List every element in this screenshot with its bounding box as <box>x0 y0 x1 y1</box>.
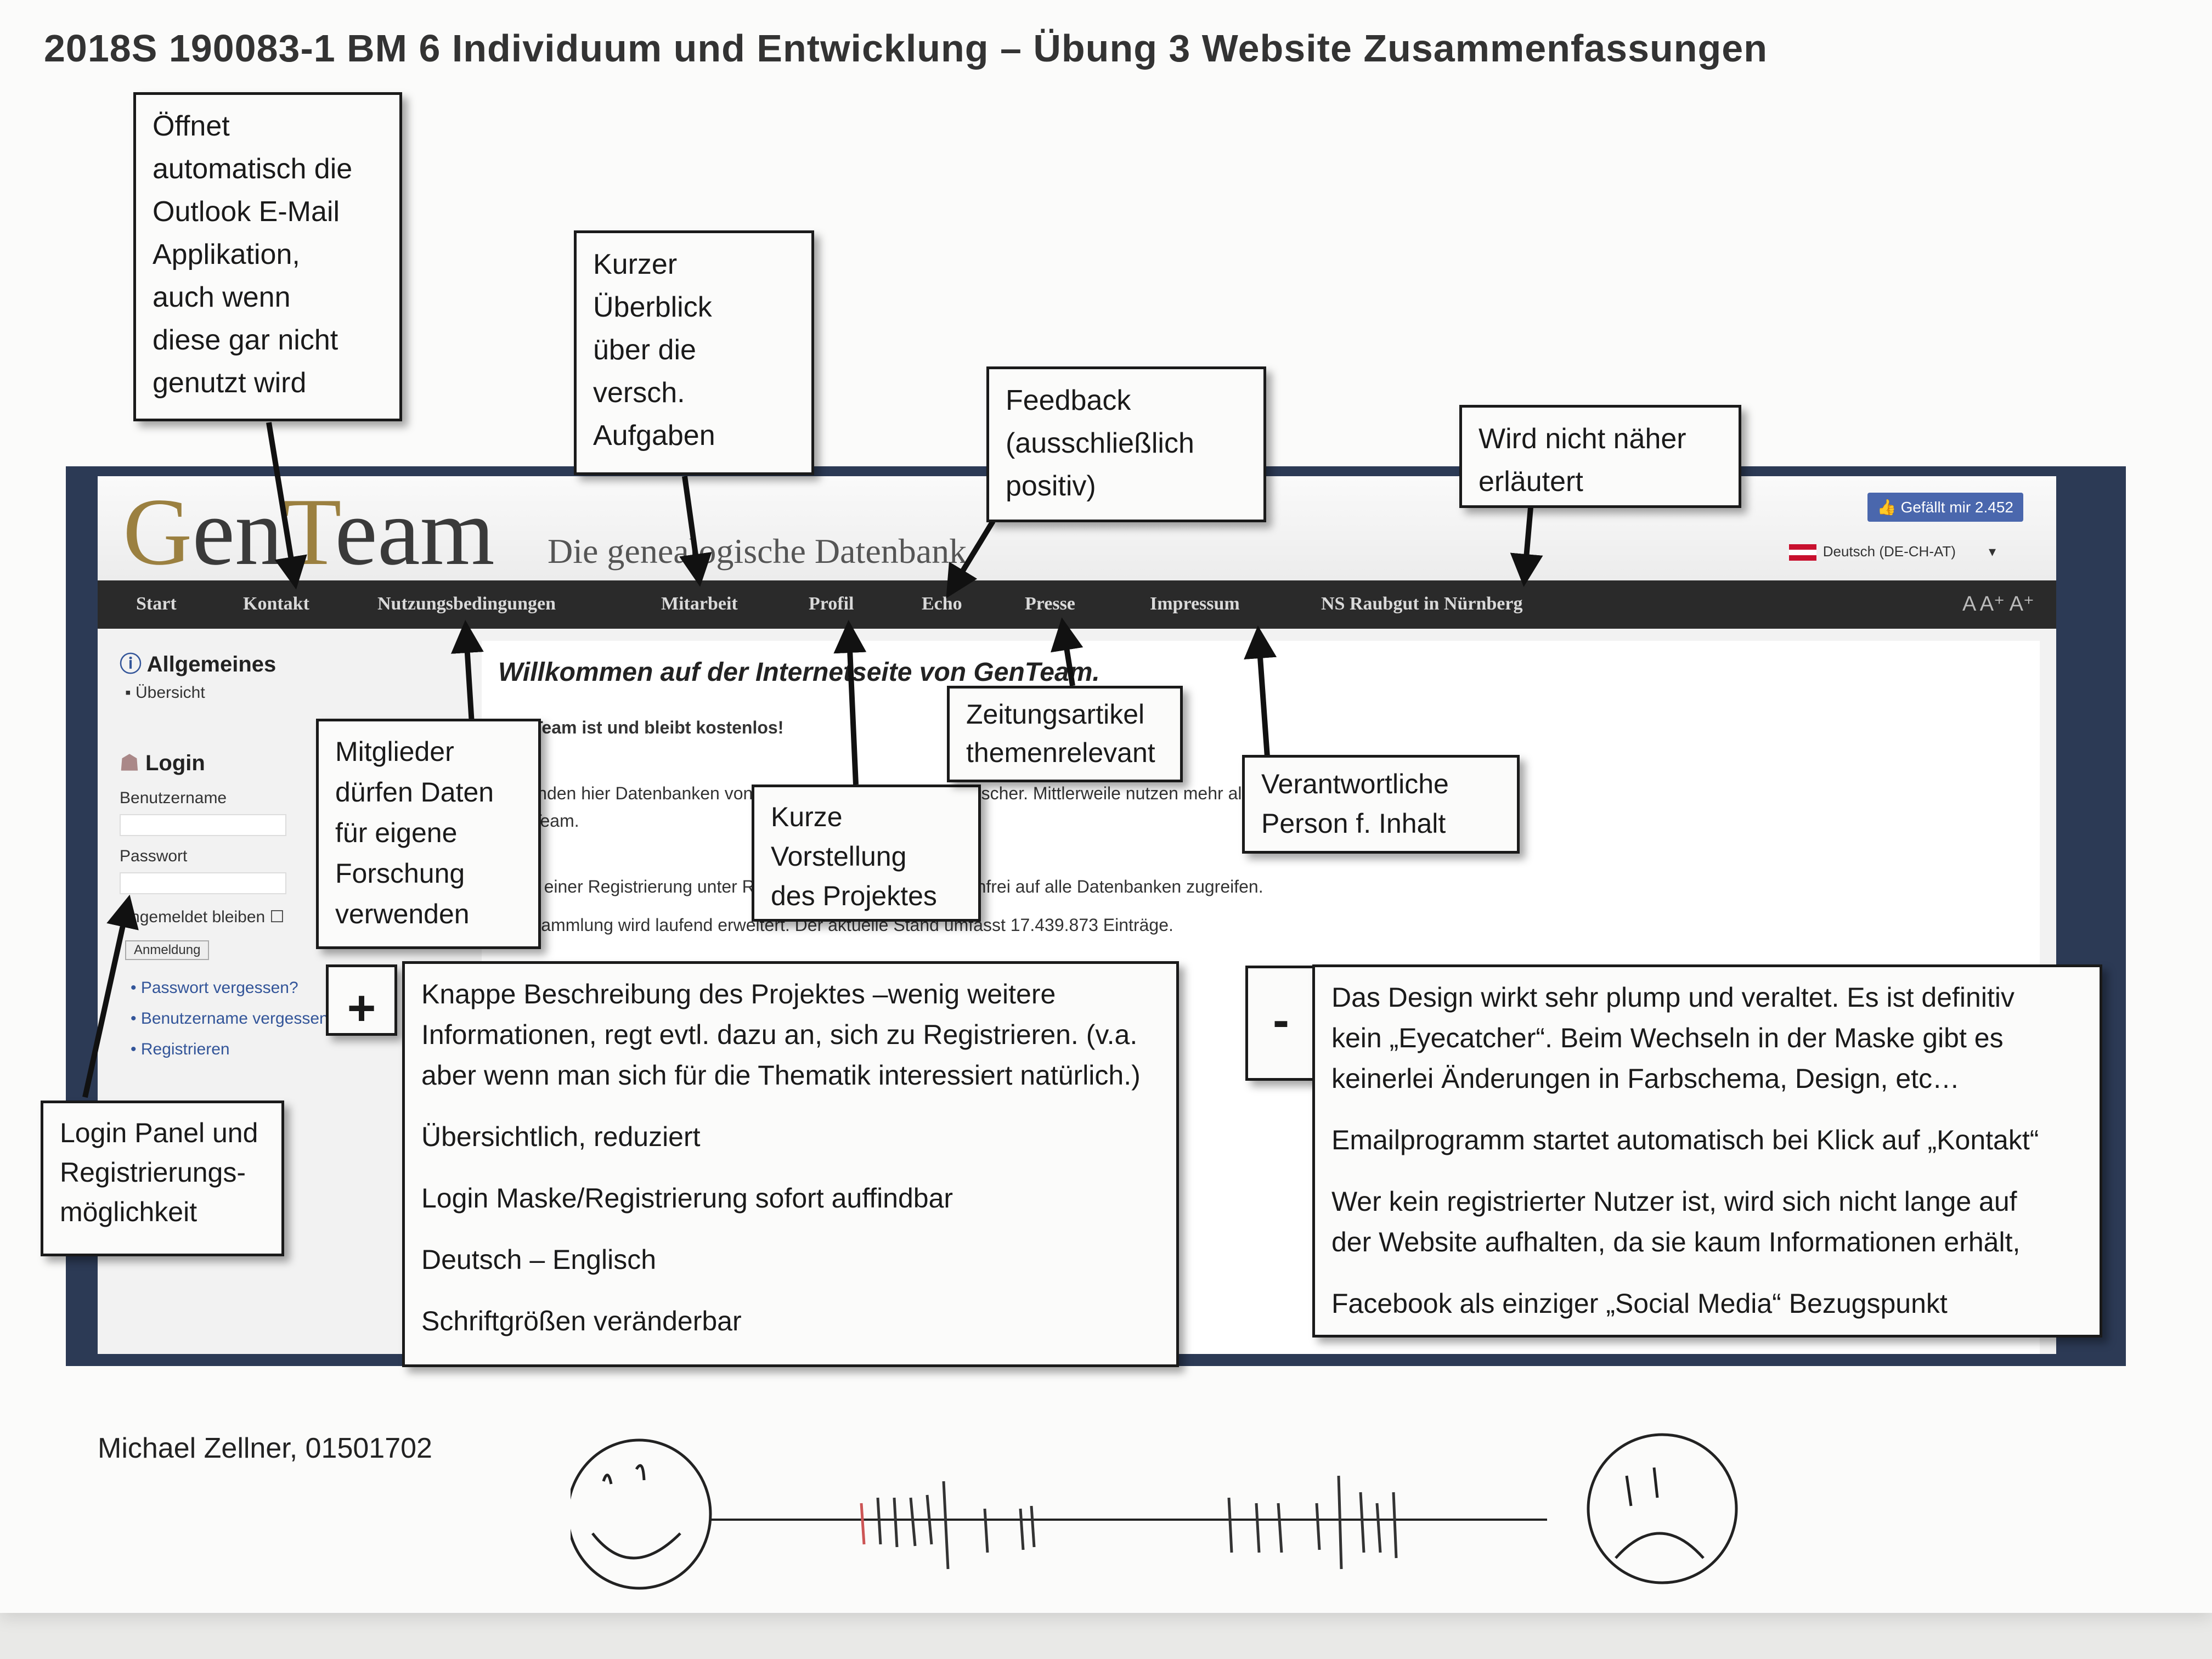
username-input[interactable] <box>120 814 286 836</box>
sidebar-item-overview[interactable]: ▪ Übersicht <box>125 684 205 702</box>
annotation-profil: Kurze Vorstellung des Projektes <box>752 785 981 922</box>
annotation-echo: Feedback (ausschließlich positiv) <box>986 366 1266 522</box>
register-link[interactable]: • Registrieren <box>131 1040 230 1058</box>
welcome-heading: Willkommen auf der Internetseite von Gen… <box>498 658 1100 687</box>
login-button[interactable]: Anmeldung <box>125 940 210 960</box>
sad-face-icon <box>1587 1433 1738 1584</box>
info-icon: ⓘ <box>120 652 147 676</box>
pro-item: Login Maske/Registrierung sofort auffind… <box>421 1183 953 1214</box>
pro-item: Knappe Beschreibung des Projektes –wenig… <box>421 979 1141 1091</box>
user-icon: ☗ <box>120 751 145 775</box>
nav-mitarbeit[interactable]: Mitarbeit <box>661 594 738 614</box>
sidebar: ⓘ Allgemeines ▪ Übersicht ☗ Login Benutz… <box>120 641 471 1354</box>
username-label: Benutzername <box>120 789 227 807</box>
annotation-kontakt: Öffnet automatisch die Outlook E-Mail Ap… <box>133 92 402 421</box>
forgot-password-link[interactable]: • Passwort vergessen? <box>131 979 298 997</box>
author-name: Michael Zellner, 01501702 <box>98 1432 432 1464</box>
annotation-login: Login Panel und Registrierungs- möglichk… <box>41 1101 284 1256</box>
cons-sign: - <box>1245 966 1317 1081</box>
main-navigation: Start Kontakt Nutzungsbedingungen Mitarb… <box>98 580 2056 629</box>
annotation-ns-raubgut: Wird nicht näher erläutert <box>1459 405 1741 508</box>
con-item: Das Design wirkt sehr plump und veraltet… <box>1331 982 2015 1094</box>
chevron-down-icon: ▾ <box>1988 543 1996 560</box>
language-select[interactable]: Deutsch (DE-CH-AT)▾ <box>1788 543 1996 561</box>
con-item: Facebook als einziger „Social Media“ Bez… <box>1331 1288 1948 1319</box>
nav-ns-raubgut[interactable]: NS Raubgut in Nürnberg <box>1321 594 1523 614</box>
tally-marks <box>860 1475 1398 1570</box>
annotation-nutzungsbedingungen: Mitglieder dürfen Daten für eigene Forsc… <box>316 719 541 949</box>
annotation-presse: Zeitungsartikel themenrelevant <box>947 686 1183 782</box>
con-item: Wer kein registrierter Nutzer ist, wird … <box>1331 1186 2021 1257</box>
nav-nutzungsbedingungen[interactable]: Nutzungsbedingungen <box>377 594 556 614</box>
pro-item: Schriftgrößen veränderbar <box>421 1306 742 1336</box>
facebook-like-button[interactable]: 👍 Gefällt mir 2.452 <box>1867 493 2023 522</box>
nav-impressum[interactable]: Impressum <box>1150 594 1240 614</box>
nav-presse[interactable]: Presse <box>1025 594 1075 614</box>
pro-item: Deutsch – Englisch <box>421 1244 657 1275</box>
annotation-mitarbeit: Kurzer Überblick über die versch. Aufgab… <box>574 230 814 475</box>
site-tagline: Die genealogische Datenbank <box>548 532 967 571</box>
remember-me-checkbox[interactable]: Angemeldet bleiben ☐ <box>120 908 285 926</box>
password-input[interactable] <box>120 872 286 894</box>
forgot-username-link[interactable]: • Benutzername vergessen? <box>131 1009 338 1028</box>
pros-sign: + <box>326 964 397 1036</box>
nav-kontakt[interactable]: Kontakt <box>243 594 309 614</box>
font-size-controls[interactable]: A A⁺ A⁺ <box>1962 592 2034 616</box>
document-title: 2018S 190083-1 BM 6 Individuum und Entwi… <box>44 27 1768 70</box>
sidebar-login-heading: ☗ Login <box>120 751 205 775</box>
happy-face-icon <box>571 1438 712 1590</box>
nav-profil[interactable]: Profil <box>809 594 854 614</box>
pros-box: Knappe Beschreibung des Projektes –wenig… <box>402 961 1179 1367</box>
sidebar-general-heading: ⓘ Allgemeines <box>120 652 276 676</box>
annotation-impressum: Verantwortliche Person f. Inhalt <box>1242 755 1520 854</box>
pro-item: Übersichtlich, reduziert <box>421 1121 701 1152</box>
content-line-free: GenTeam ist und bleibt kostenlos! <box>498 718 784 737</box>
rating-scale-drawing <box>571 1433 1738 1590</box>
austria-flag-icon <box>1788 544 1816 561</box>
con-item: Emailprogramm startet automatisch bei Kl… <box>1331 1125 2039 1155</box>
password-label: Passwort <box>120 847 188 865</box>
cons-box: Das Design wirkt sehr plump und veraltet… <box>1312 964 2102 1338</box>
nav-start[interactable]: Start <box>136 594 177 614</box>
